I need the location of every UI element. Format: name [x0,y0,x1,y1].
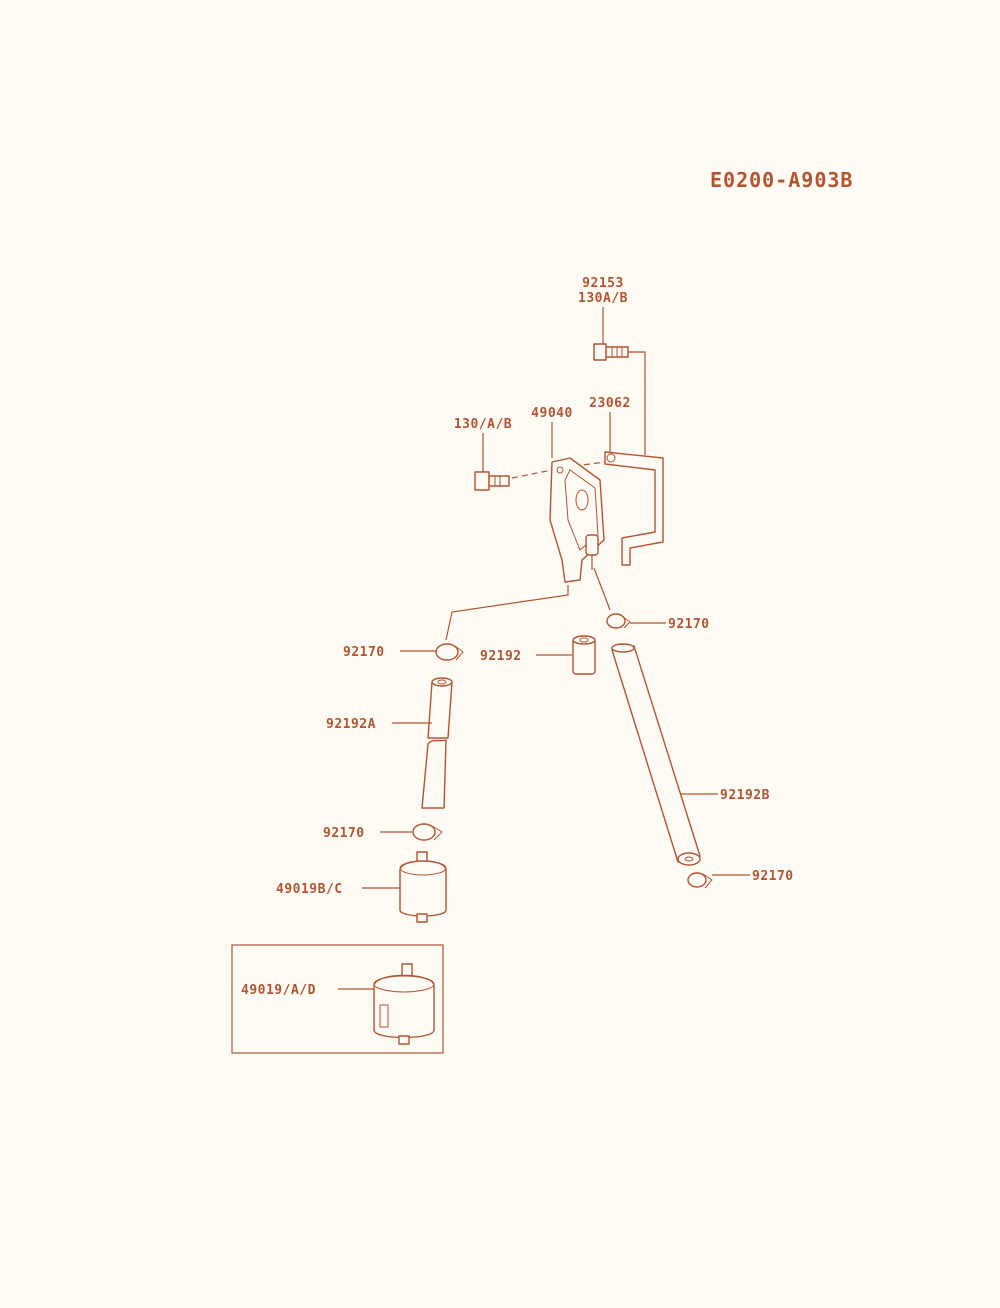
clamp-right [606,613,631,629]
leader-bolt-to-bracket [628,351,646,455]
label-bolt-top-variant: 130A/B [578,291,628,306]
label-filter-bc: 49019B/C [276,882,343,897]
label-clamp-bottom-right: 92170 [752,869,794,884]
label-bolt-left: 130/A/B [454,417,512,432]
label-bolt-top-part: 92153 [582,276,624,291]
clamp-lower [412,823,443,841]
bolt-left [474,471,510,491]
label-fuel-pump: 49040 [531,406,573,421]
line-inlet [445,585,569,641]
clamp-left [435,643,464,661]
axis-bolt-left [511,469,553,479]
clamp-bottom-right [687,872,713,889]
fuel-pump-49040 [549,457,605,583]
alternate-filter-box [231,944,444,1054]
label-hose-short: 92192 [480,649,522,664]
diagram-code: E0200-A903B [710,168,853,192]
label-bracket: 23062 [589,396,631,411]
hose-92192a [421,677,453,809]
label-clamp-lower: 92170 [323,826,365,841]
label-clamp-right: 92170 [668,617,710,632]
fuel-filter-49019ad [373,963,435,1045]
label-hose-b: 92192B [720,788,770,803]
line-outlet [593,567,611,611]
label-clamp-left: 92170 [343,645,385,660]
label-hose-a: 92192A [326,717,376,732]
hose-92192b [611,643,701,866]
bolt-top [593,343,629,361]
bracket-23062 [604,451,664,566]
hose-92192 [572,635,596,675]
fuel-filter-49019bc [399,851,447,923]
bracket-hole [606,453,616,463]
label-filter-ad: 49019/A/D [241,983,316,998]
